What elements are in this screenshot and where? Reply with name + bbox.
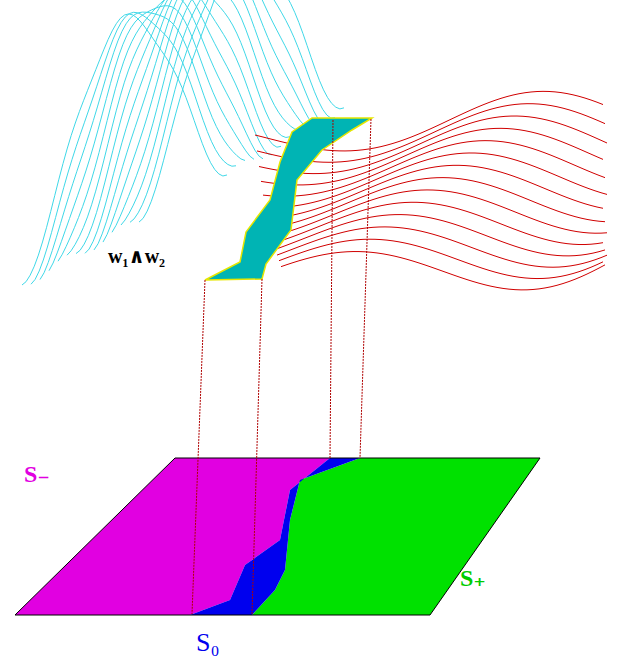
- red-curve: [279, 239, 603, 278]
- projection-lines: [192, 119, 371, 614]
- region-label: S₋: [24, 462, 50, 486]
- region-label: S₊: [460, 566, 486, 590]
- zero-strip: [205, 118, 372, 280]
- cyan-curve: [130, 0, 335, 222]
- cyan-curve: [49, 6, 254, 271]
- wedge-label: w₁∧w₂: [108, 246, 165, 266]
- plane-region-zero: [190, 458, 360, 615]
- cyan-curve: [40, 12, 245, 279]
- red-curve: [275, 215, 605, 256]
- red-curve: [267, 165, 603, 218]
- red-curve: [281, 252, 605, 290]
- cyan-curve: [58, 0, 263, 261]
- cyan-curve: [22, 14, 227, 285]
- red-curve: [277, 227, 607, 267]
- cyan-curve: [76, 0, 281, 254]
- plane-outline: [15, 458, 540, 615]
- region-label: S₀: [196, 630, 220, 656]
- red-curve: [271, 190, 607, 236]
- red-curve: [265, 153, 607, 208]
- plane-region-plus: [252, 458, 540, 615]
- cyan-curve: [31, 12, 236, 284]
- cyan-curve: [139, 0, 344, 222]
